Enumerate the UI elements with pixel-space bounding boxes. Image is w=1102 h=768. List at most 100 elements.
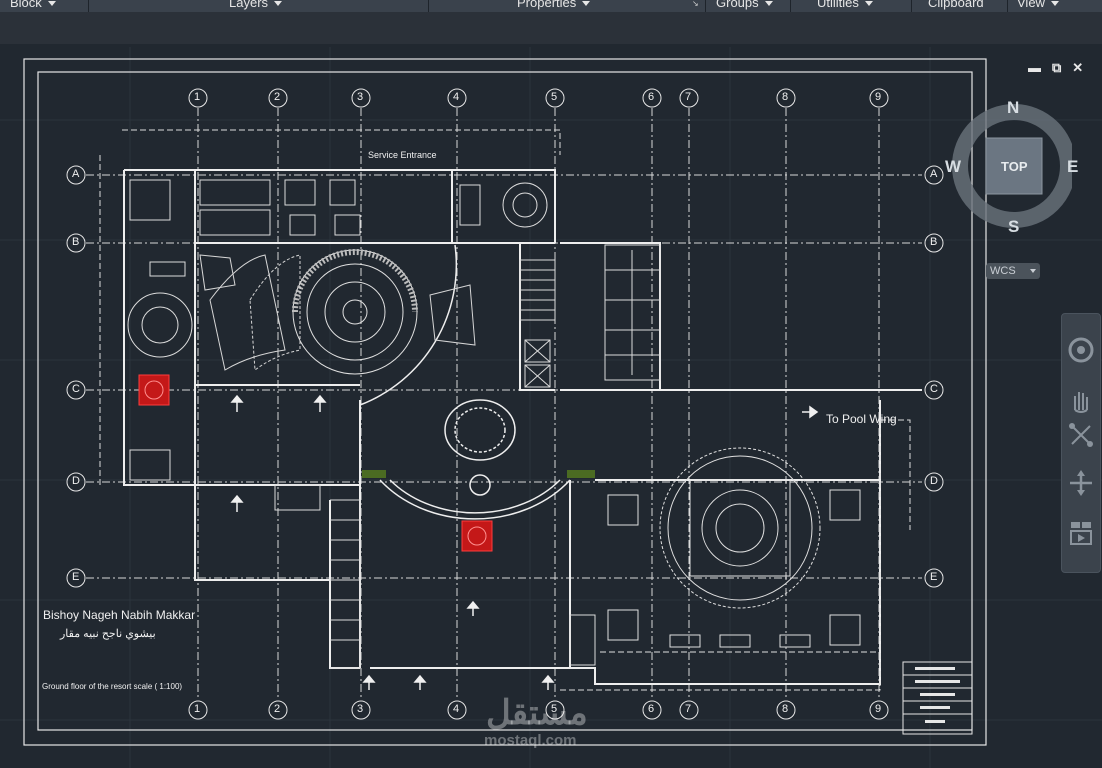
grid-label-col: 8 xyxy=(782,91,789,103)
grid-label-col: 3 xyxy=(357,91,364,103)
panel-label: View xyxy=(1017,0,1045,10)
steering-wheel-icon[interactable] xyxy=(1066,336,1096,364)
direction-arrows xyxy=(230,394,819,690)
service-entrance-label: Service Entrance xyxy=(368,150,437,160)
spiral-staircase xyxy=(292,249,418,375)
grid-label-col-bottom: 3 xyxy=(357,703,364,715)
sheet-border-inner xyxy=(37,71,973,731)
pan-hand-icon[interactable] xyxy=(1066,386,1096,414)
ribbon-separator xyxy=(705,0,706,12)
furniture-top xyxy=(127,179,548,481)
grid-label-col-bottom: 9 xyxy=(875,703,882,715)
grid-label-row-right: D xyxy=(930,475,938,487)
red-planter xyxy=(138,374,170,406)
floor-plan-drawing xyxy=(0,47,1102,768)
grid-label-col: 9 xyxy=(875,91,882,103)
restore-icon[interactable]: ⧉ xyxy=(1052,60,1062,75)
compass-ring xyxy=(952,104,1072,228)
chevron-down-icon xyxy=(1050,1,1059,7)
watermark-ar: مستقل xyxy=(486,694,588,732)
panel-label: Groups xyxy=(716,0,759,10)
ribbon-panel-properties[interactable]: Properties xyxy=(517,0,591,11)
chevron-down-icon xyxy=(582,1,591,7)
author-name-ar: بيشوي ناجح نبيه مقار xyxy=(60,628,156,640)
sheet-border-outer xyxy=(23,58,987,746)
grid-label-col-bottom: 2 xyxy=(274,703,281,715)
grid-label-row: D xyxy=(72,475,80,487)
drawing-canvas[interactable]: 1 2 3 4 5 6 7 8 9 1 2 3 4 5 6 7 8 9 A B … xyxy=(0,47,1102,768)
wcs-dropdown[interactable]: WCS xyxy=(986,263,1040,279)
grid-label-col: 7 xyxy=(685,91,692,103)
watermark-en: mostaql.com xyxy=(484,732,577,749)
dialog-launcher-icon[interactable]: ↘ xyxy=(692,0,699,8)
grid-label-col-bottom: 6 xyxy=(648,703,655,715)
grid-label-col-bottom: 4 xyxy=(453,703,460,715)
chevron-down-icon xyxy=(274,1,283,7)
ribbon-separator xyxy=(428,0,429,12)
orbit-icon[interactable] xyxy=(1066,468,1096,496)
ribbon-panel-utilities[interactable]: Utilities xyxy=(817,0,873,11)
zoom-extents-icon[interactable] xyxy=(1066,420,1096,448)
ribbon-panel-layers[interactable]: Layers xyxy=(229,0,283,11)
viewport-controls: ▬ ⧉ ✕ xyxy=(1028,60,1083,76)
grid-label-row: B xyxy=(72,236,80,248)
ribbon-separator xyxy=(88,0,89,12)
grid-label-row: A xyxy=(72,168,80,180)
ribbon-panel-view[interactable]: View xyxy=(1017,0,1059,11)
panel-label: Properties xyxy=(517,0,577,10)
ribbon-separator xyxy=(790,0,791,12)
green-plant xyxy=(567,470,595,478)
chevron-down-icon xyxy=(864,1,873,7)
panel-label: Clipboard xyxy=(928,0,984,10)
curved-hall xyxy=(359,244,571,520)
grid-label-col: 5 xyxy=(551,91,558,103)
viewcube-face xyxy=(985,137,1043,195)
grid-label-col: 4 xyxy=(453,91,460,103)
grid-label-col: 2 xyxy=(274,91,281,103)
viewcube[interactable] xyxy=(952,96,1072,236)
grid-label-col: 6 xyxy=(648,91,655,103)
title-block-text xyxy=(915,667,960,723)
compass-west[interactable]: W xyxy=(945,157,962,176)
round-lounge xyxy=(600,447,880,653)
author-name-en: Bishoy Nageh Nabih Makkar xyxy=(43,608,196,622)
viewcube-top-label[interactable]: TOP xyxy=(1001,159,1028,174)
green-plant xyxy=(362,470,386,478)
grid-label-row-right: E xyxy=(930,571,938,583)
grid-label-row-right: C xyxy=(930,383,938,395)
ribbon-separator xyxy=(1007,0,1008,12)
grid-label-row-right: A xyxy=(930,168,938,180)
grid-axes-vertical xyxy=(197,108,880,700)
grid-label-col-bottom: 8 xyxy=(782,703,789,715)
chevron-down-icon xyxy=(1030,269,1036,273)
ribbon: Block Layers Properties ↘ Groups Utiliti… xyxy=(0,0,1102,44)
chevron-down-icon xyxy=(764,1,773,7)
ribbon-panel-block[interactable]: Block xyxy=(10,0,56,11)
ribbon-separator xyxy=(911,0,912,12)
close-icon[interactable]: ✕ xyxy=(1072,60,1084,75)
compass-south[interactable]: S xyxy=(1008,217,1020,236)
navigation-bar xyxy=(1061,313,1101,573)
fan-seating xyxy=(199,254,476,371)
ribbon-panel-groups[interactable]: Groups xyxy=(716,0,773,11)
pool-wing-label: To Pool Wing xyxy=(826,412,897,426)
ribbon-panel-clipboard[interactable]: Clipboard xyxy=(928,0,984,11)
grid-label-row-right: B xyxy=(930,236,938,248)
drawing-caption: Ground floor of the resort scale ( 1:100… xyxy=(42,682,183,691)
panel-label: Block xyxy=(10,0,42,10)
minimize-icon[interactable]: ▬ xyxy=(1028,60,1041,75)
panel-label: Layers xyxy=(229,0,269,10)
chevron-down-icon xyxy=(47,1,56,7)
compass-east[interactable]: E xyxy=(1067,157,1079,176)
grid-label-col-bottom: 1 xyxy=(194,703,201,715)
compass-north[interactable]: N xyxy=(1007,98,1020,117)
grid-label-col: 1 xyxy=(194,91,201,103)
showmotion-icon[interactable] xyxy=(1066,518,1096,546)
grid-label-row: C xyxy=(72,383,80,395)
elevators-stairs xyxy=(274,244,661,669)
red-planter xyxy=(461,520,493,552)
wcs-label: WCS xyxy=(990,265,1016,277)
grid-label-row: E xyxy=(72,571,80,583)
grid-label-col-bottom: 5 xyxy=(551,703,558,715)
panel-label: Utilities xyxy=(817,0,859,10)
